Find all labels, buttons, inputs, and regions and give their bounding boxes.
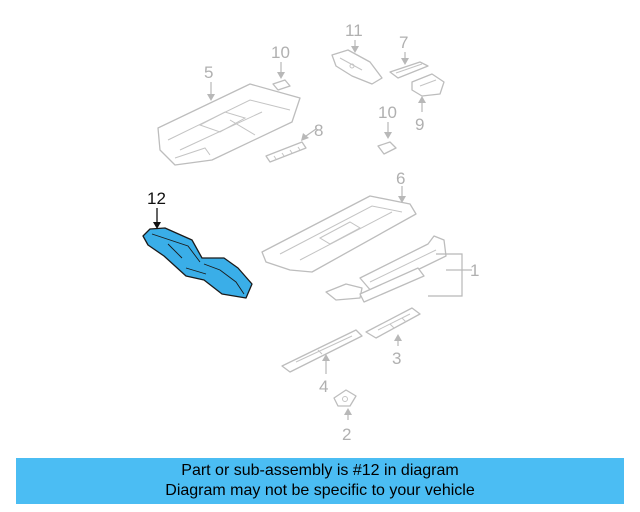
callout-7: 7 xyxy=(399,33,408,52)
callout-6: 6 xyxy=(396,169,405,188)
part-6-floor-panel xyxy=(261,195,417,273)
part-3-rail xyxy=(365,307,421,339)
callout-12: 12 xyxy=(147,189,166,208)
banner-line-1: Part or sub-assembly is #12 in diagram xyxy=(181,462,459,479)
part-10-clip-top xyxy=(272,79,291,91)
callout-2: 2 xyxy=(342,425,351,444)
callout-10-middle: 10 xyxy=(378,103,397,122)
callout-9: 9 xyxy=(415,115,424,134)
callout-3: 3 xyxy=(392,349,401,368)
part-4-rail xyxy=(281,329,363,373)
callout-4: 4 xyxy=(319,377,328,396)
banner-line-2: Diagram may not be specific to your vehi… xyxy=(165,482,475,499)
part-10-clip-middle xyxy=(377,141,397,155)
callout-1: 1 xyxy=(470,261,479,280)
part-9-bracket xyxy=(411,73,445,97)
callout-5: 5 xyxy=(204,63,213,82)
part-2-clip xyxy=(333,389,357,407)
part-12-highlighted[interactable] xyxy=(142,227,253,299)
parts-diagram: 5 10 11 7 9 10 8 xyxy=(142,21,479,444)
part-7-rail xyxy=(389,61,429,79)
part-8-bar xyxy=(265,141,307,163)
info-banner: Part or sub-assembly is #12 in diagram D… xyxy=(16,458,624,504)
part-1-rail-assembly xyxy=(325,235,447,303)
callout-8: 8 xyxy=(314,121,323,140)
callout-11: 11 xyxy=(345,21,363,40)
part-5-floor-pan xyxy=(157,83,301,166)
part-11-bracket xyxy=(331,49,383,85)
callout-10-top: 10 xyxy=(271,43,290,62)
